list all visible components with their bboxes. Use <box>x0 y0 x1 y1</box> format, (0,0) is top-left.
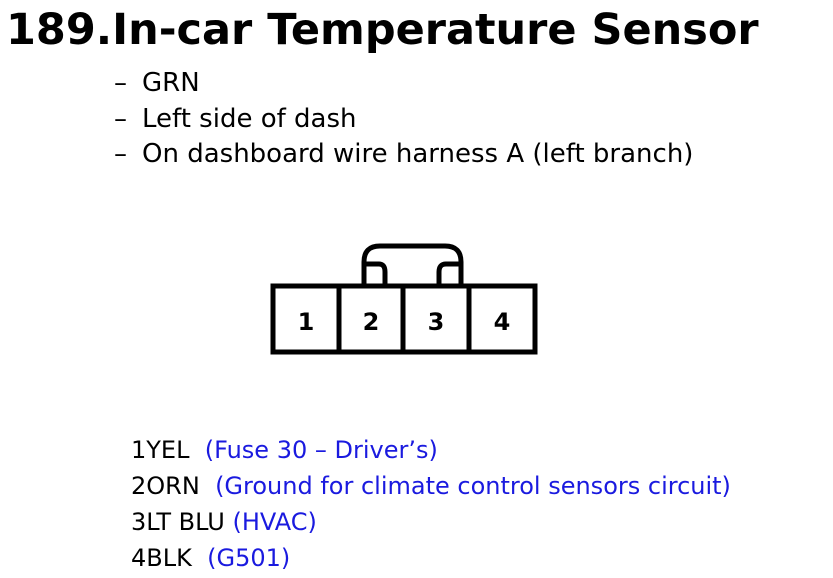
dash-glyph: – <box>114 103 127 134</box>
detail-item: –On dashboard wire harness A (left branc… <box>114 137 693 173</box>
detail-list: –GRN –Left side of dash –On dashboard wi… <box>114 66 693 173</box>
detail-item: –GRN <box>114 66 693 102</box>
pinout-item: 4BLK (G501) <box>131 540 731 576</box>
wire-description: (G501) <box>207 544 291 572</box>
detail-text: GRN <box>142 68 200 98</box>
wire-code: 2ORN <box>131 472 200 500</box>
detail-item: –Left side of dash <box>114 102 693 138</box>
wire-code: 1YEL <box>131 436 190 464</box>
pin-number: 3 <box>428 308 445 336</box>
pinout-item: 3LT BLU (HVAC) <box>131 504 731 540</box>
dash-glyph: – <box>114 139 127 169</box>
pin-number: 1 <box>298 308 315 336</box>
pinout-item: 1YEL (Fuse 30 – Driver’s) <box>131 432 731 468</box>
wire-description: (Fuse 30 – Driver’s) <box>204 436 438 464</box>
pinout-list: 1YEL (Fuse 30 – Driver’s) 2ORN (Ground f… <box>131 432 731 576</box>
detail-text: Left side of dash <box>142 103 357 134</box>
page-title: 189.In-car Temperature Sensor <box>6 5 759 55</box>
wire-code: 4BLK <box>131 544 192 572</box>
pinout-item: 2ORN (Ground for climate control sensors… <box>131 468 731 504</box>
connector-latch-inner <box>366 261 459 286</box>
pin-number: 2 <box>363 308 380 336</box>
connector-latch <box>361 243 464 286</box>
dash-glyph: – <box>114 68 127 98</box>
connector-diagram: 1 2 3 4 <box>270 243 538 355</box>
detail-text: On dashboard wire harness A (left branch… <box>142 139 694 169</box>
wire-description: (Ground for climate control sensors circ… <box>215 472 731 500</box>
wire-code: 3LT BLU <box>131 508 225 536</box>
wire-description: (HVAC) <box>232 508 317 536</box>
pin-number: 4 <box>494 308 511 336</box>
